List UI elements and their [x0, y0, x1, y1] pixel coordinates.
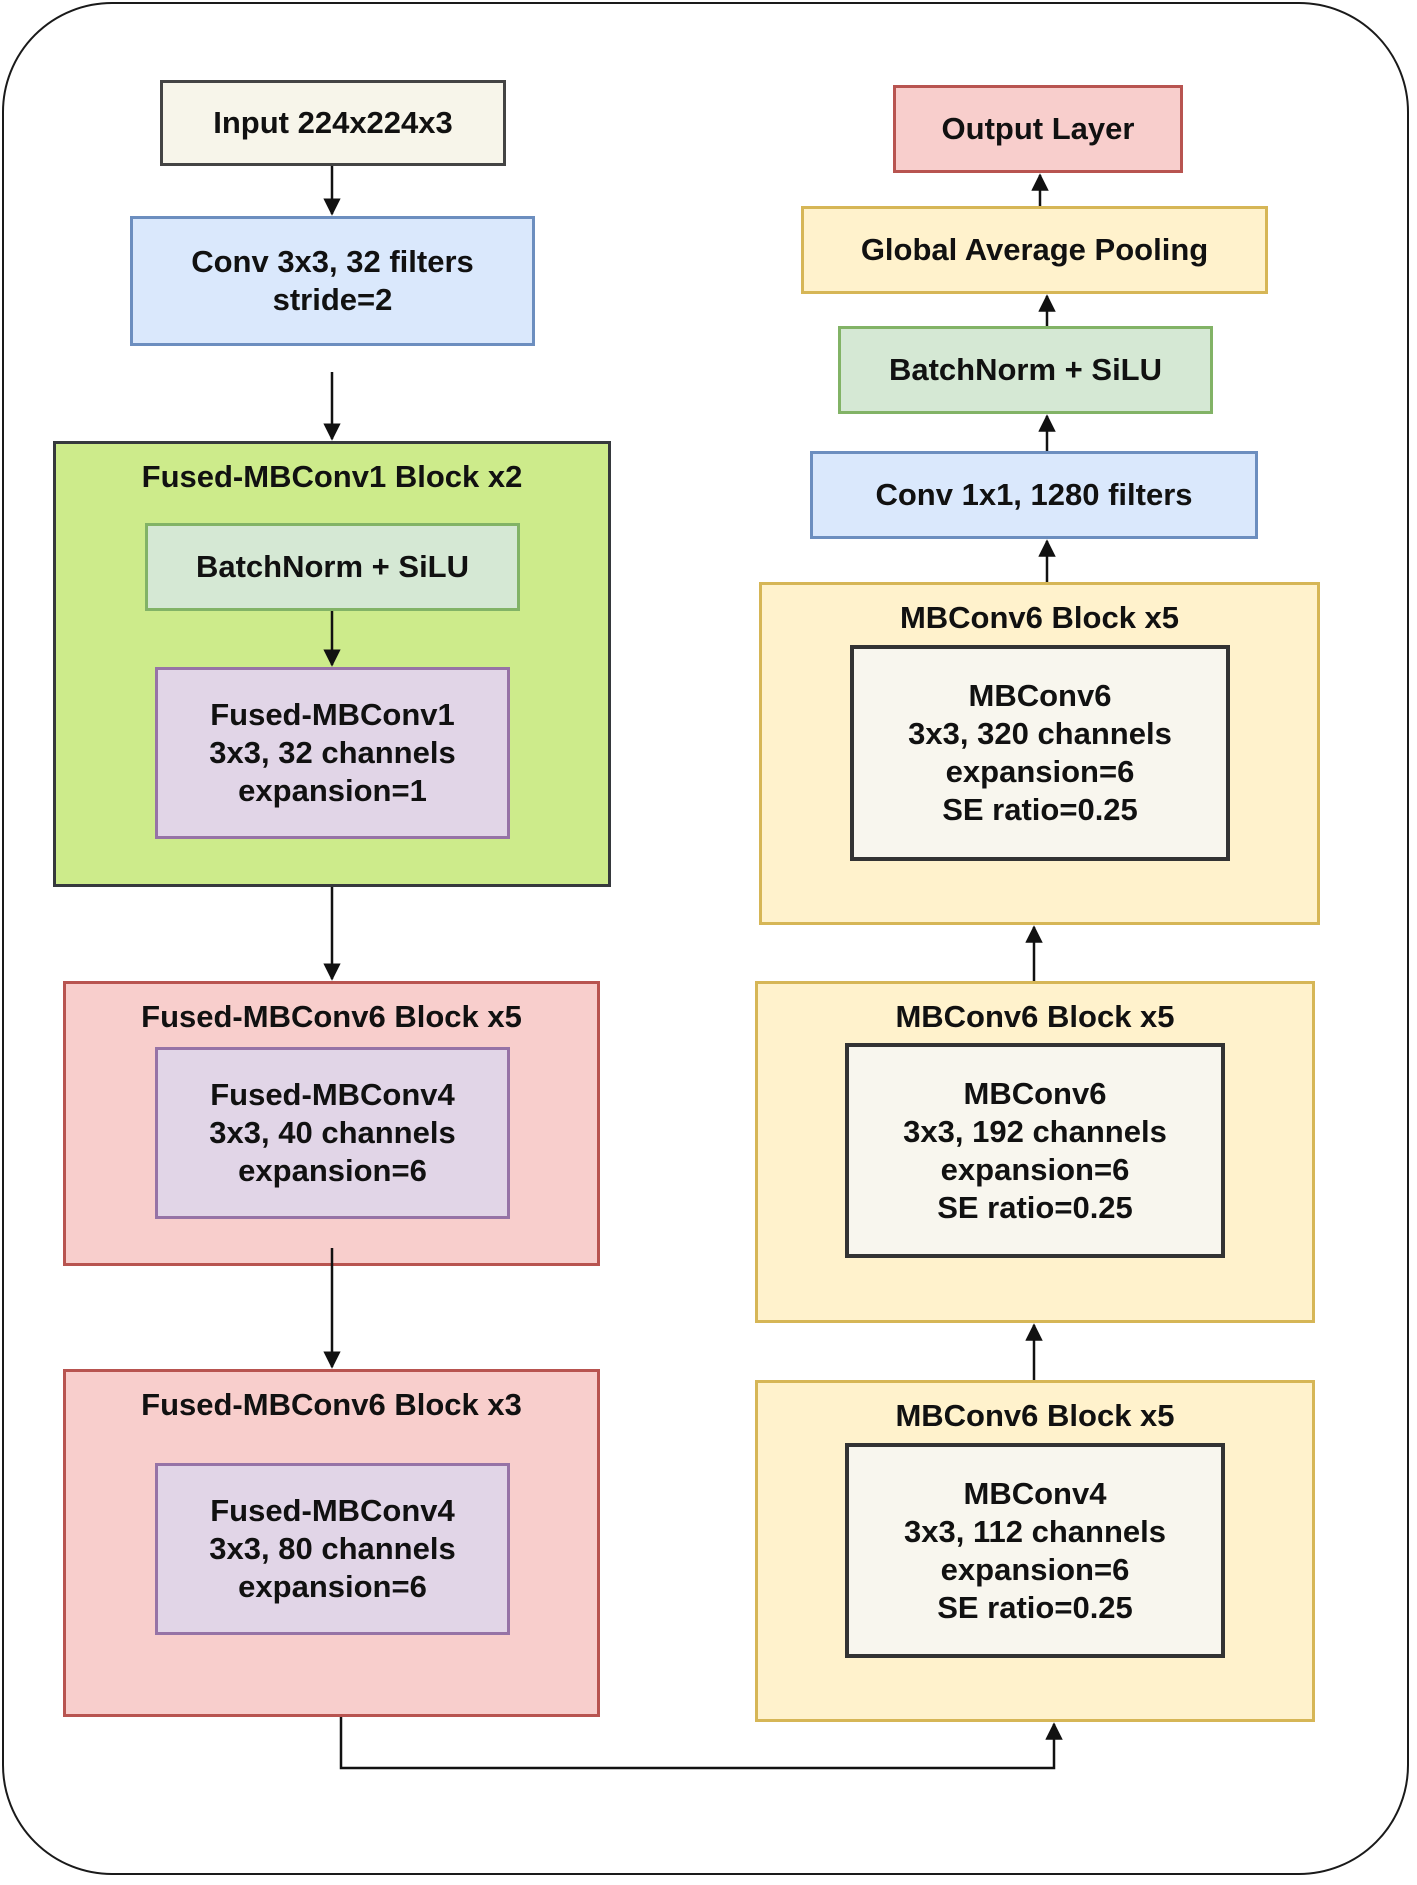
fused-mbconv4-b-line2: 3x3, 80 channels	[209, 1531, 456, 1566]
bn-head-label: BatchNorm + SiLU	[888, 352, 1163, 387]
fused-mbconv4-a-line1: Fused-MBConv4	[210, 1077, 455, 1112]
output-node: Output Layer	[893, 85, 1183, 173]
fused-mbconv1-block-title: Fused-MBConv1 Block x2	[141, 459, 523, 494]
bn-head-node: BatchNorm + SiLU	[838, 326, 1213, 414]
fused-mbconv1-bn-label: BatchNorm + SiLU	[195, 549, 470, 584]
mbconv6-192-line4: SE ratio=0.25	[937, 1189, 1133, 1225]
fused-mbconv4-a-line3: expansion=6	[238, 1153, 427, 1188]
conv-head-label: Conv 1x1, 1280 filters	[875, 477, 1193, 512]
mbconv4-112-line3: expansion=6	[940, 1551, 1130, 1587]
mbconv6-192-line2: 3x3, 192 channels	[903, 1113, 1167, 1149]
conv-stem-node: Conv 3x3, 32 filters stride=2	[130, 216, 535, 346]
fused-mbconv4-b-line3: expansion=6	[238, 1569, 427, 1604]
fused-mbconv4-a-node: Fused-MBConv4 3x3, 40 channels expansion…	[155, 1047, 510, 1219]
fused-mbconv4-b-line1: Fused-MBConv4	[210, 1493, 455, 1528]
mbconv-block-2-title: MBConv6 Block x5	[895, 999, 1175, 1034]
pooling-label: Global Average Pooling	[860, 232, 1209, 267]
mbconv6-320-line1: MBConv6	[968, 678, 1112, 713]
mbconv6-192-node: MBConv6 3x3, 192 channels expansion=6 SE…	[845, 1043, 1225, 1258]
fused-mbconv4-a-line2: 3x3, 40 channels	[209, 1115, 456, 1150]
arrow-fused6b-to-mbconv1	[339, 1717, 1063, 1770]
pooling-node: Global Average Pooling	[801, 206, 1268, 294]
fused-mbconv1-line1: Fused-MBConv1	[210, 697, 455, 732]
conv-head-node: Conv 1x1, 1280 filters	[810, 451, 1258, 539]
mbconv6-320-line4: SE ratio=0.25	[942, 792, 1138, 827]
fused-mbconv4-b-node: Fused-MBConv4 3x3, 80 channels expansion…	[155, 1463, 510, 1635]
conv-stem-line1: Conv 3x3, 32 filters	[191, 244, 474, 279]
mbconv-block-3-title: MBConv6 Block x5	[899, 600, 1180, 635]
fused-mbconv1-node: Fused-MBConv1 3x3, 32 channels expansion…	[155, 667, 510, 839]
input-node: Input 224x224x3	[160, 80, 506, 166]
mbconv4-112-line1: MBConv4	[963, 1475, 1107, 1511]
mbconv4-112-line2: 3x3, 112 channels	[904, 1513, 1166, 1549]
mbconv6-320-node: MBConv6 3x3, 320 channels expansion=6 SE…	[850, 645, 1230, 861]
fused-mbconv6-block-a-title: Fused-MBConv6 Block x5	[141, 999, 522, 1034]
fused-mbconv1-line2: 3x3, 32 channels	[209, 735, 456, 770]
mbconv6-320-line3: expansion=6	[945, 754, 1135, 789]
output-label: Output Layer	[941, 111, 1135, 146]
fused-mbconv6-block-b-title: Fused-MBConv6 Block x3	[141, 1387, 522, 1422]
mbconv4-112-node: MBConv4 3x3, 112 channels expansion=6 SE…	[845, 1443, 1225, 1658]
mbconv6-192-line1: MBConv6	[963, 1075, 1107, 1111]
fused-mbconv1-bn-node: BatchNorm + SiLU	[145, 523, 520, 611]
input-label: Input 224x224x3	[213, 105, 453, 140]
mbconv4-112-line4: SE ratio=0.25	[937, 1589, 1133, 1625]
fused-mbconv1-line3: expansion=1	[238, 773, 427, 808]
conv-stem-line2: stride=2	[272, 282, 393, 317]
mbconv-block-1-title: MBConv6 Block x5	[895, 1398, 1175, 1433]
mbconv6-320-line2: 3x3, 320 channels	[908, 716, 1172, 751]
mbconv6-192-line3: expansion=6	[940, 1151, 1130, 1187]
